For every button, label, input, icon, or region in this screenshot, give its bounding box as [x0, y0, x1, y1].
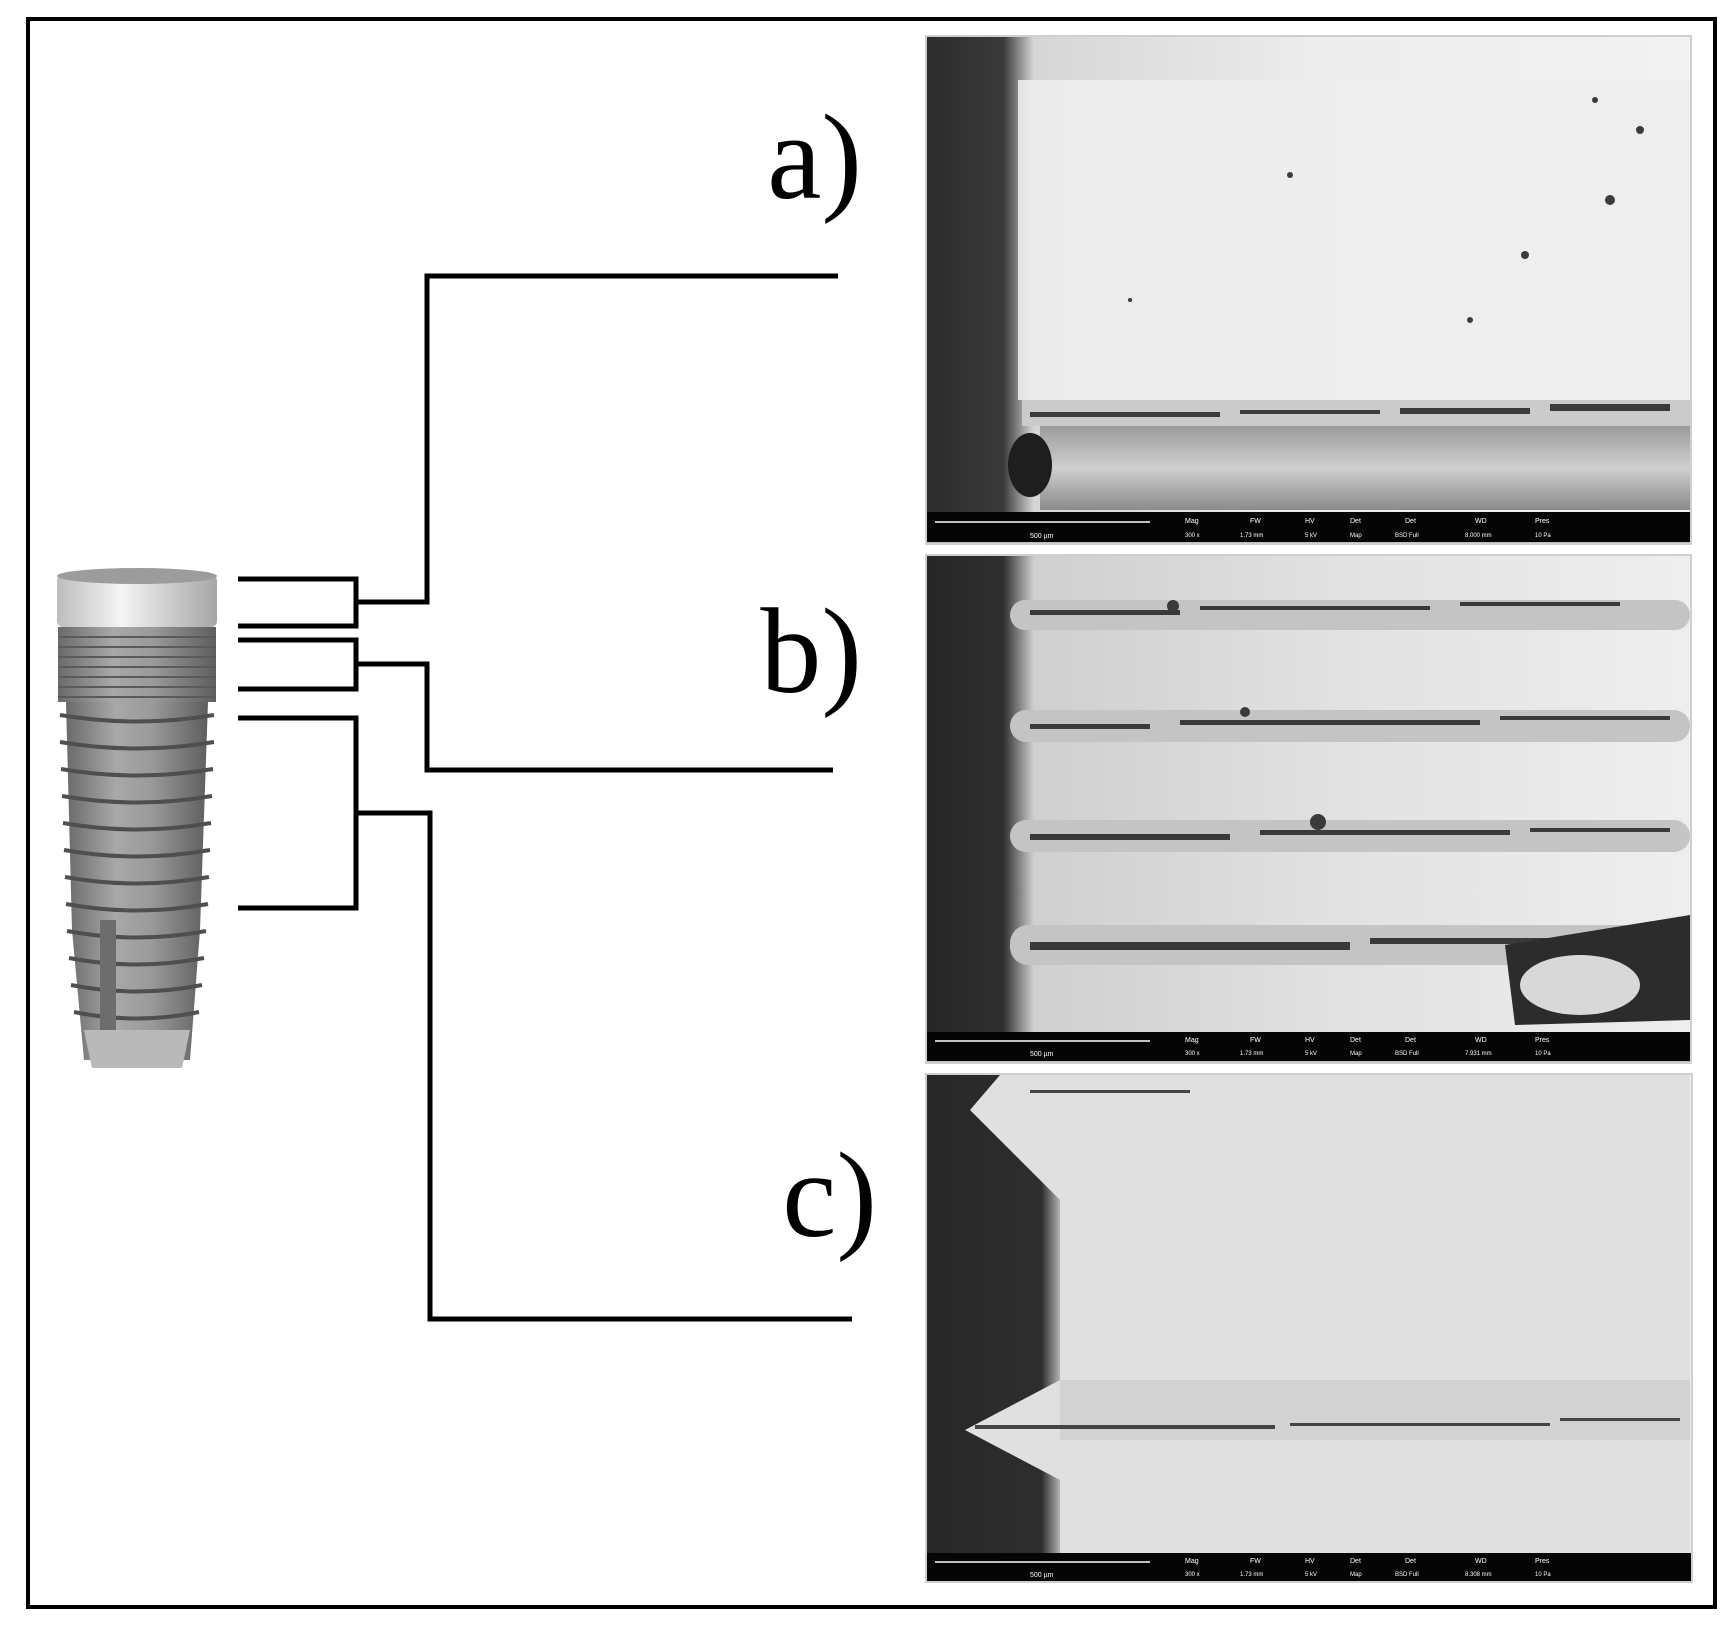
sem-c-h-fw: FW — [1250, 1558, 1261, 1565]
sem-c-v-det2: BSD Full — [1395, 1572, 1419, 1578]
sem-c-v-fw: 1.73 mm — [1240, 1572, 1263, 1578]
sem-c-v-mag: 300 x — [1185, 1572, 1200, 1578]
sem-b-h-mag: Mag — [1185, 1037, 1199, 1044]
sem-c-info-bar — [927, 1553, 1691, 1581]
bracket-c — [238, 715, 359, 911]
sem-b-v-hv: 5 kV — [1305, 1051, 1317, 1057]
implant-collar-top — [57, 568, 217, 584]
panel-label-a: a) — [767, 90, 862, 225]
sem-a-h-wd: WD — [1475, 518, 1487, 525]
sem-b-h-pres: Pres — [1535, 1037, 1550, 1044]
sem-c-thread-flank — [965, 1075, 1690, 1553]
implant-threads — [59, 713, 215, 1021]
sem-b-v-det1: Map — [1350, 1051, 1362, 1057]
sem-a-info-bar — [927, 512, 1690, 542]
sem-a-h-det1: Det — [1350, 518, 1361, 525]
sem-b-debris — [1030, 600, 1670, 950]
sem-c-scale-label: 500 µm — [1030, 1572, 1054, 1579]
bracket-a — [238, 576, 359, 629]
leader-line-b — [356, 661, 833, 773]
sem-a-scale-label: 500 µm — [1030, 533, 1054, 540]
sem-a-h-hv: HV — [1305, 518, 1315, 525]
implant-apex — [84, 1030, 190, 1068]
sem-a-v-det2: BSD Full — [1395, 533, 1419, 539]
sem-a-h-fw: FW — [1250, 518, 1261, 525]
connector-lines — [238, 273, 852, 1322]
leader-line-c — [356, 810, 852, 1322]
implant-collar — [57, 575, 217, 627]
sem-b-info-bar — [927, 1032, 1690, 1061]
sem-b-h-hv: HV — [1305, 1037, 1315, 1044]
sem-c-v-det1: Map — [1350, 1572, 1362, 1578]
sem-image-c: 500 µm Mag FW HV Det Det WD Pres 300 x 1… — [925, 1073, 1693, 1583]
sem-a-v-fw: 1.73 mm — [1240, 533, 1263, 539]
sem-b-info-text: 500 µm Mag FW HV Det Det WD Pres 300 x 1… — [1030, 1037, 1551, 1058]
sem-c-v-pres: 10 Pa — [1535, 1572, 1551, 1578]
sem-c-debris — [975, 1090, 1680, 1429]
sem-a-debris — [1030, 97, 1670, 417]
sem-c-info-text: 500 µm Mag FW HV Det Det WD Pres 300 x 1… — [1030, 1558, 1551, 1579]
sem-a-h-mag: Mag — [1185, 518, 1199, 525]
sem-b-v-pres: 10 Pa — [1535, 1051, 1551, 1057]
sem-c-h-det2: Det — [1405, 1558, 1416, 1565]
sem-c-h-wd: WD — [1475, 1558, 1487, 1565]
sem-b-h-fw: FW — [1250, 1037, 1261, 1044]
panel-label-b: b) — [760, 584, 862, 719]
dental-implant-image — [57, 568, 217, 1068]
sem-b-scale-label: 500 µm — [1030, 1051, 1054, 1058]
sem-a-v-hv: 5 kV — [1305, 533, 1317, 539]
panel-label-c: c) — [782, 1128, 877, 1263]
sem-b-v-mag: 300 x — [1185, 1051, 1200, 1057]
sem-image-b: 500 µm Mag FW HV Det Det WD Pres 300 x 1… — [925, 554, 1692, 1064]
bracket-b — [238, 637, 359, 692]
sem-b-h-det2: Det — [1405, 1037, 1416, 1044]
sem-a-v-mag: 300 x — [1185, 533, 1200, 539]
sem-a-v-wd: 8.000 mm — [1465, 533, 1492, 539]
sem-b-v-fw: 1.73 mm — [1240, 1051, 1263, 1057]
sem-a-h-pres: Pres — [1535, 518, 1550, 525]
implant-microthread-lines — [58, 636, 216, 698]
sem-b-h-wd: WD — [1475, 1037, 1487, 1044]
leader-line-a — [356, 273, 838, 605]
sem-a-h-det2: Det — [1405, 518, 1416, 525]
sem-c-v-wd: 8.308 mm — [1465, 1572, 1492, 1578]
sem-b-v-wd: 7.931 mm — [1465, 1051, 1492, 1057]
sem-c-v-hv: 5 kV — [1305, 1572, 1317, 1578]
sem-a-v-det1: Map — [1350, 533, 1362, 539]
sem-b-v-det2: BSD Full — [1395, 1051, 1419, 1057]
sem-c-h-det1: Det — [1350, 1558, 1361, 1565]
sem-c-h-mag: Mag — [1185, 1558, 1199, 1565]
sem-b-h-det1: Det — [1350, 1037, 1361, 1044]
implant-cutting-groove — [100, 920, 116, 1050]
sem-c-h-hv: HV — [1305, 1558, 1315, 1565]
implant-microthread — [58, 627, 216, 702]
sem-a-info-text: 500 µm Mag FW HV Det Det WD Pres 300 x 1… — [1030, 518, 1551, 540]
sem-a-v-pres: 10 Pa — [1535, 533, 1551, 539]
sem-image-a: 500 µm Mag FW HV Det Det WD Pres 300 x 1… — [925, 35, 1692, 545]
sem-c-h-pres: Pres — [1535, 1558, 1550, 1565]
